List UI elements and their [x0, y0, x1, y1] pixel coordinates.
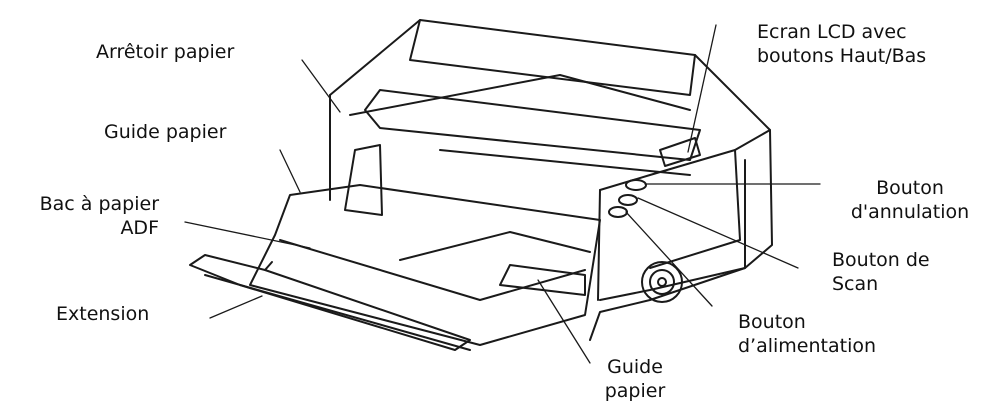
extension-tray [189, 254, 471, 351]
control-buttons [608, 179, 647, 218]
label-text: Bouton [738, 311, 806, 333]
label-text: Extension [56, 303, 150, 325]
label-text: Bouton de [832, 249, 930, 271]
lcd-screen [659, 137, 701, 167]
label-bouton-alimentation: Bouton d’alimentation [738, 310, 876, 358]
leader-lines [184, 24, 821, 364]
label-bac-adf: Bac à papier ADF [4, 192, 159, 240]
label-bouton-annulation: Bouton d'annulation [820, 176, 1000, 224]
label-guide-papier-top: Guide papier [104, 120, 226, 144]
label-text: ADF [120, 217, 159, 239]
paper-stopper [364, 89, 701, 176]
paper-guide-top [344, 144, 383, 216]
speaker-grille [641, 261, 683, 303]
label-bouton-scan: Bouton de Scan [832, 248, 930, 296]
label-text: Arrêtoir papier [96, 41, 235, 63]
label-text: boutons Haut/Bas [757, 45, 927, 67]
adf-tray [249, 184, 601, 346]
label-text: Guide [607, 356, 663, 378]
label-text: d’alimentation [738, 335, 877, 357]
label-text: d'annulation [850, 201, 970, 223]
label-text: papier [604, 380, 666, 402]
paper-guide-bottom [499, 264, 586, 296]
label-text: Bouton [876, 177, 944, 199]
label-text: Bac à papier [39, 193, 159, 215]
label-text: Scan [832, 273, 879, 295]
label-text: Ecran LCD avec [757, 21, 907, 43]
label-extension: Extension [56, 302, 149, 326]
label-text: Guide papier [104, 121, 227, 143]
label-ecran-lcd: Ecran LCD avec boutons Haut/Bas [757, 20, 926, 68]
label-guide-papier-bottom: Guide papier [580, 355, 690, 403]
label-arretoir-papier: Arrêtoir papier [96, 40, 234, 64]
scanner-body [329, 19, 773, 341]
